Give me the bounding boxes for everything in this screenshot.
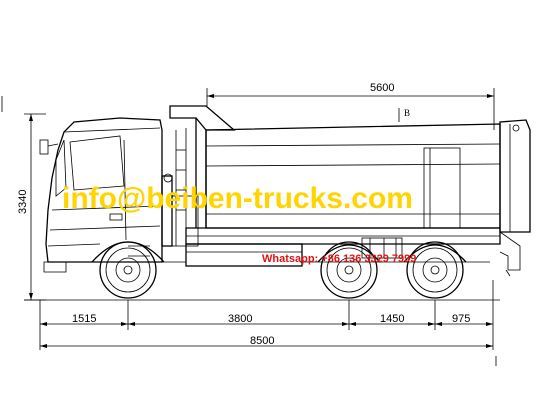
front-wheel <box>99 241 157 299</box>
dim-front-overhang: 1515 <box>72 313 96 325</box>
dim-wheelbase-rear: 1450 <box>380 313 404 325</box>
dump-body <box>169 105 531 277</box>
dim-rear-overhang: 975 <box>452 313 470 325</box>
section-mark: B <box>404 108 410 118</box>
dim-wheelbase-front: 3800 <box>228 313 252 325</box>
rear-wheel-2 <box>406 241 464 299</box>
dimension-lines <box>24 88 500 350</box>
watermark-website: info@beiben-trucks.com <box>62 182 413 215</box>
rear-wheel-1 <box>320 241 378 299</box>
cab-rear-equipment <box>161 128 199 247</box>
dim-overall-height: 3340 <box>17 190 29 214</box>
dim-box-length: 5600 <box>370 82 394 94</box>
dim-overall-length: 8500 <box>250 335 274 347</box>
watermark-whatsapp: Whatsapp: +86 136 3329 7999 <box>262 253 416 265</box>
